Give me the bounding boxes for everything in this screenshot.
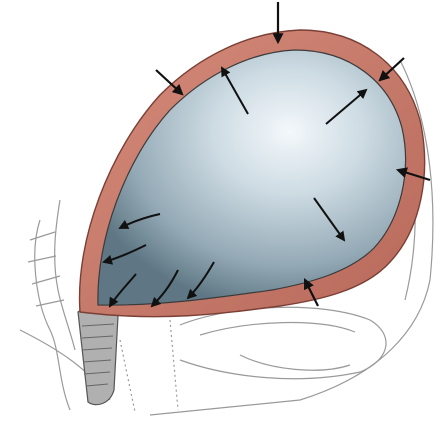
sacrum-sketch	[55, 200, 75, 350]
urethra-dotted	[170, 320, 178, 410]
bladder-inner-sketch	[200, 323, 355, 335]
vagina-dotted	[120, 340, 135, 412]
cervix	[78, 308, 118, 405]
pubic-sketch	[240, 355, 350, 370]
